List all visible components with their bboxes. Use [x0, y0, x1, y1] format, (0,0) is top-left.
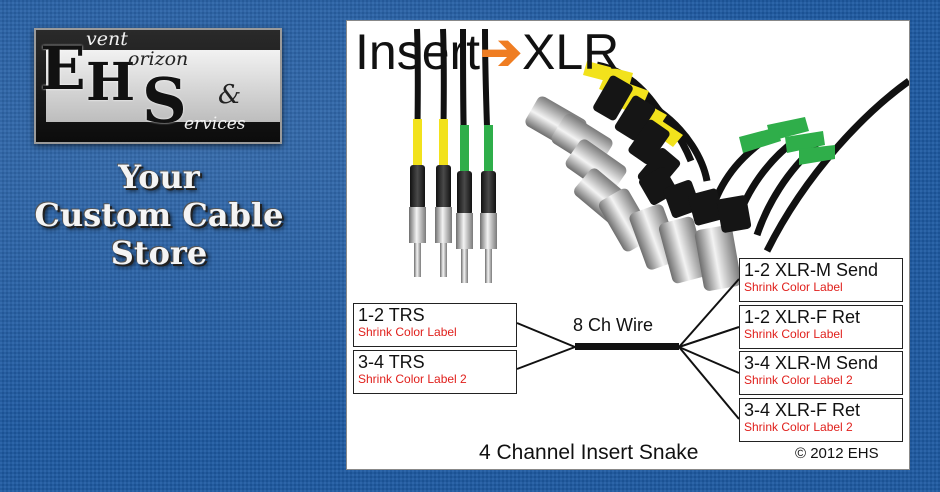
label-main: 3-4 XLR-M Send [744, 353, 879, 373]
label-main: 1-2 TRS [358, 305, 425, 325]
logo-word-horizon: orizon [128, 48, 189, 70]
label-main: 3-4 TRS [358, 352, 425, 372]
snake-wire-bar [575, 343, 679, 350]
label-xlr-f-ret-3-4: 3-4 XLR-F Ret Shrink Color Label 2 [739, 398, 903, 442]
label-sub: Shrink Color Label [358, 325, 457, 339]
tagline-line-3: Store [110, 234, 208, 272]
label-xlr-m-send-3-4: 3-4 XLR-M Send Shrink Color Label 2 [739, 351, 903, 395]
label-main: 1-2 XLR-F Ret [744, 307, 861, 327]
title-insert: Insert [355, 24, 481, 80]
label-sub: Shrink Color Label [744, 280, 843, 294]
label-xlr-m-send-1-2: 1-2 XLR-M Send Shrink Color Label [739, 258, 903, 302]
cable-diagram-panel: Insert➔XLR 1-2 TRS Shrink Color Label 3-… [346, 20, 910, 470]
tagline-line-1: Your [118, 158, 200, 196]
title-xlr: XLR [521, 24, 620, 80]
label-xlr-f-ret-1-2: 1-2 XLR-F Ret Shrink Color Label [739, 305, 903, 349]
logo-initial-h: H [86, 52, 136, 113]
logo-band [46, 50, 280, 122]
label-main: 3-4 XLR-F Ret [744, 400, 861, 420]
copyright-notice: © 2012 EHS [795, 445, 879, 462]
arrow-right-icon: ➔ [480, 24, 522, 80]
wire-label: 8 Ch Wire [573, 315, 654, 335]
diagram-caption: 4 Channel Insert Snake [479, 441, 699, 464]
label-sub: Shrink Color Label 2 [358, 372, 467, 386]
label-trs-1-2: 1-2 TRS Shrink Color Label [353, 303, 517, 347]
logo-initial-s: S [142, 64, 187, 137]
xlr-cables [525, 61, 909, 291]
label-sub: Shrink Color Label [744, 327, 843, 341]
store-tagline: Your Custom Cable Store [24, 158, 294, 272]
logo-ampersand: & [218, 80, 242, 110]
diagram-title: Insert➔XLR [355, 23, 619, 81]
cable-illustration [409, 28, 909, 420]
ehs-logo: E vent H orizon & S ervices [34, 28, 282, 144]
label-trs-3-4: 3-4 TRS Shrink Color Label 2 [353, 350, 517, 394]
trs-cables [409, 28, 497, 283]
label-sub: Shrink Color Label 2 [744, 420, 853, 434]
logo-initial-e: E [40, 34, 86, 104]
logo-word-event: vent [86, 28, 128, 50]
label-main: 1-2 XLR-M Send [744, 260, 879, 280]
wiring-lines [516, 278, 740, 420]
logo-word-services: ervices [184, 114, 246, 134]
tagline-line-2: Custom Cable [34, 196, 284, 234]
label-sub: Shrink Color Label 2 [744, 373, 853, 387]
